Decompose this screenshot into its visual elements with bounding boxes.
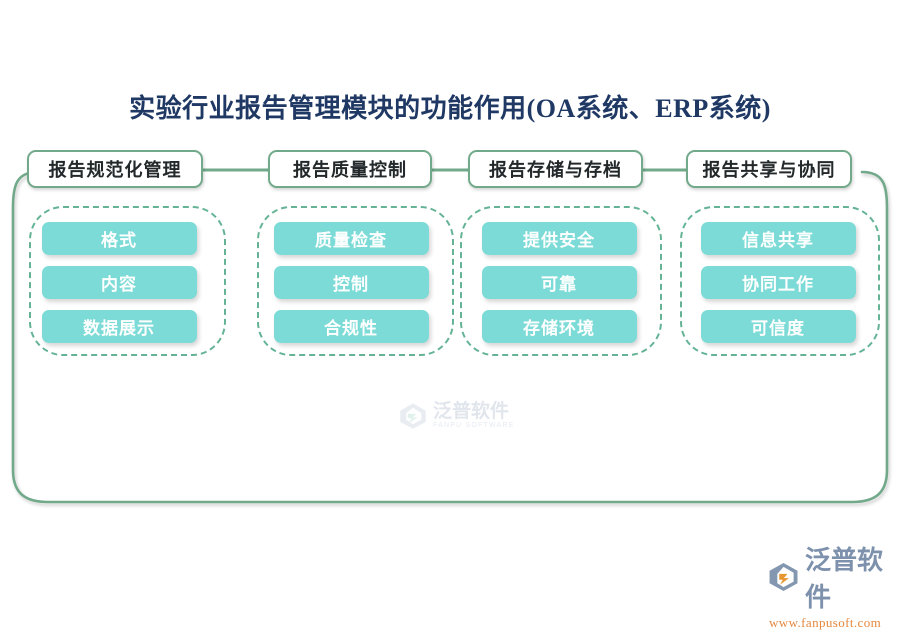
fanpu-watermark-icon [400,403,426,429]
pill-item[interactable]: 合规性 [273,310,429,343]
watermark-en-text: FANPU SOFTWARE [433,422,515,430]
pill-item[interactable]: 格式 [41,222,197,255]
pill-item[interactable]: 质量检查 [273,222,429,255]
center-watermark: 泛普软件 FANPU SOFTWARE [398,392,538,440]
column-header-1[interactable]: 报告规范化管理 [27,150,203,188]
pill-stack-1: 格式 内容 数据展示 [14,222,224,343]
pill-stack-3: 提供安全 可靠 存储环境 [454,222,664,343]
dashed-group-4 [680,206,880,356]
pill-stack-2: 质量检查 控制 合规性 [246,222,456,343]
column-header-4[interactable]: 报告共享与协同 [686,150,852,188]
pill-item[interactable]: 存储环境 [481,310,637,343]
pill-item[interactable]: 协同工作 [700,266,856,299]
pill-item[interactable]: 内容 [41,266,197,299]
column-report-storage-archiving: 报告存储与存档 提供安全 可靠 存储环境 [460,150,670,356]
column-header-2[interactable]: 报告质量控制 [268,150,432,188]
logo-row: 泛普软件 [768,540,900,614]
pill-stack-4: 信息共享 协同工作 可信度 [673,222,883,343]
fanpu-logo-icon [769,563,798,591]
page-title: 实验行业报告管理模块的功能作用(OA系统、ERP系统) [129,94,771,123]
pill-item[interactable]: 可信度 [700,310,856,343]
logo-website-url: www.fanpusoft.com [769,615,882,630]
pill-item[interactable]: 控制 [273,266,429,299]
pill-item[interactable]: 可靠 [481,266,637,299]
logo-company-name: 泛普软件 [805,546,884,612]
diagram-canvas: 实验行业报告管理模块的功能作用(OA系统、ERP系统) 报告规范化管理 格式 内… [11,94,889,630]
column-report-standardization: 报告规范化管理 格式 内容 数据展示 [24,150,234,356]
column-report-sharing-collaboration: 报告共享与协同 信息共享 协同工作 可信度 [678,150,888,356]
brand-logo: 泛普软件 www.fanpusoft.com [768,540,900,631]
pill-item[interactable]: 信息共享 [700,222,856,255]
column-report-quality-control: 报告质量控制 质量检查 控制 合规性 [248,150,458,356]
pill-item[interactable]: 数据展示 [41,310,197,343]
column-header-3[interactable]: 报告存储与存档 [468,150,643,188]
watermark-cn-text: 泛普软件 [433,401,510,423]
dashed-group-3 [460,206,662,356]
dashed-group-1 [29,206,226,356]
dashed-group-2 [257,206,454,356]
pill-item[interactable]: 提供安全 [481,222,637,255]
